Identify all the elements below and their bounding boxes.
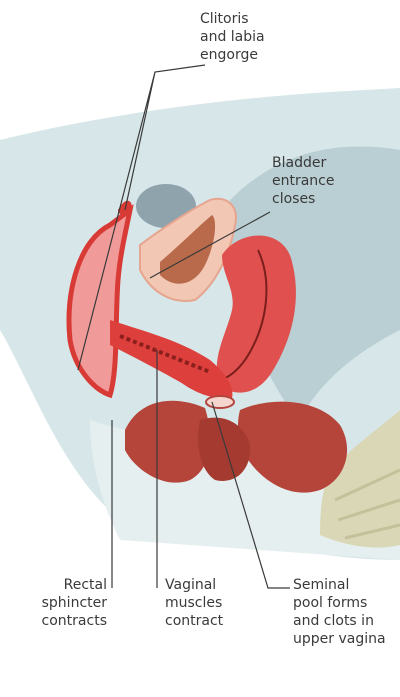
- label-vaginal-muscles: Vaginal muscles contract: [165, 576, 255, 630]
- label-clitoris-labia: Clitoris and labia engorge: [200, 10, 310, 64]
- label-seminal-pool: Seminal pool forms and clots in upper va…: [293, 576, 400, 648]
- label-bladder-entrance: Bladder entrance closes: [272, 154, 382, 208]
- seminal-pool: [206, 396, 234, 408]
- label-rectal-sphincter: Rectal sphincter contracts: [12, 576, 107, 630]
